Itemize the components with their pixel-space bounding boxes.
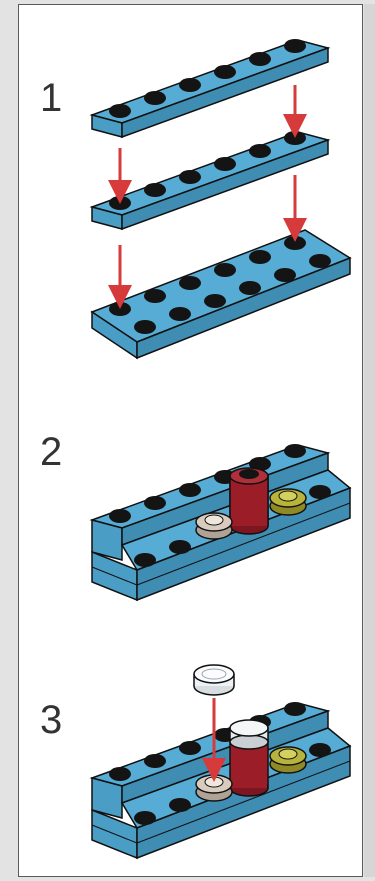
- step-number-3: 3: [40, 698, 63, 742]
- round-plate-tan: [195, 774, 233, 802]
- step-3-illustration: [89, 664, 352, 860]
- plate-2x6-bottom: [90, 229, 352, 360]
- step-1-illustration: [89, 39, 352, 360]
- step-2-illustration: [89, 444, 352, 602]
- step-number-1: 1: [40, 76, 63, 120]
- round-plate-tan: [195, 512, 233, 540]
- round-plate-olive: [269, 488, 307, 516]
- page-edge: [364, 4, 375, 877]
- step-number-2: 2: [40, 430, 63, 474]
- round-brick-dark-red: [229, 719, 269, 797]
- plate-1x6-middle: [89, 131, 331, 231]
- plate-1x6-top: [89, 39, 331, 139]
- round-plate-olive: [269, 746, 307, 774]
- arrow-down-icon: [108, 85, 307, 309]
- round-brick-dark-red: [229, 467, 269, 535]
- round-tile-clear: [193, 664, 235, 696]
